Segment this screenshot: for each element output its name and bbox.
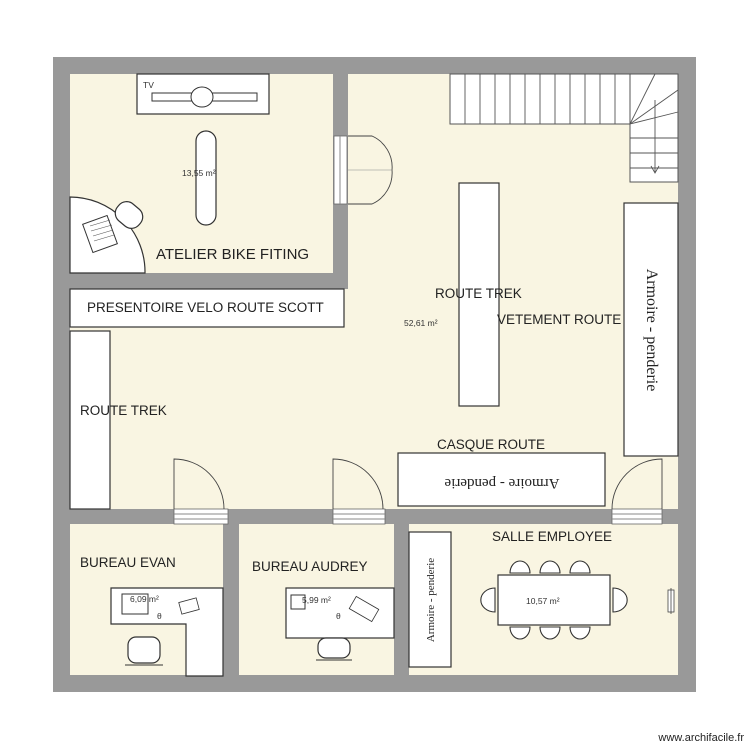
office-wall [662,509,678,524]
office-divider [223,509,239,675]
tv-stand [190,86,214,108]
route-trek-center-label: ROUTE TREK [435,286,522,301]
bureau-evan-label: BUREAU EVAN [80,555,176,570]
door-evan [173,458,229,525]
monitor-icon [121,593,149,615]
employee-table [497,574,611,626]
evan-chair [127,636,161,664]
armoire-employee-label: Armoire - penderie [425,558,437,642]
office-wall [70,509,174,524]
keyboard-icon [348,595,380,623]
staircase [449,73,679,183]
phone-icon: θ [157,611,162,621]
armoire-right-label: Armoire - penderie [643,269,660,392]
keyboard-icon [178,597,200,615]
office-divider [394,509,409,675]
salle-employee-area: 10,57 m² [526,596,560,606]
main-area: 52,61 m² [404,318,438,328]
office-wall [385,509,612,524]
atelier-label: ATELIER BIKE FITING [156,246,309,263]
employee-chairs [480,560,628,640]
salle-employee-label: SALLE EMPLOYEE [492,529,612,544]
archifacile-credit[interactable]: www.archifacile.fr [658,732,744,744]
presentoire-scott [69,288,345,328]
atelier-area: 13,55 m² [182,168,216,178]
door-swing [348,135,393,171]
partition-wall [333,204,348,289]
armoire-right [623,202,679,457]
keyboard-icon [89,219,115,242]
atelier-bottom-wall [70,273,348,289]
route-trek-left-label: ROUTE TREK [80,403,167,418]
monitor-icon [290,594,306,610]
door-swing [348,169,393,205]
bureau-audrey-label: BUREAU AUDREY [252,559,368,574]
office-wall [228,509,333,524]
tv-label: TV [143,80,154,90]
phone-icon: θ [336,611,341,621]
armoire-center [397,452,606,507]
presentoire-label: PRESENTOIRE VELO ROUTE SCOTT [87,300,324,315]
route-trek-left-rack [69,330,111,510]
audrey-chair [317,637,351,659]
partition-wall [333,74,348,136]
atelier-chair [114,201,144,229]
vetement-route-label: VETEMENT ROUTE [497,312,621,327]
door-employee [611,458,663,525]
casque-route-label: CASQUE ROUTE [437,437,545,452]
door-audrey [332,458,386,525]
armoire-employee [408,531,452,668]
bureau-audrey-area: 5,99 m² [302,595,331,605]
armoire-center-label: Armoire - penderie [444,475,559,491]
bureau-evan-area: 6,09 m² [130,594,159,604]
bike-trainer [195,130,217,226]
route-trek-center-rack [458,182,500,407]
